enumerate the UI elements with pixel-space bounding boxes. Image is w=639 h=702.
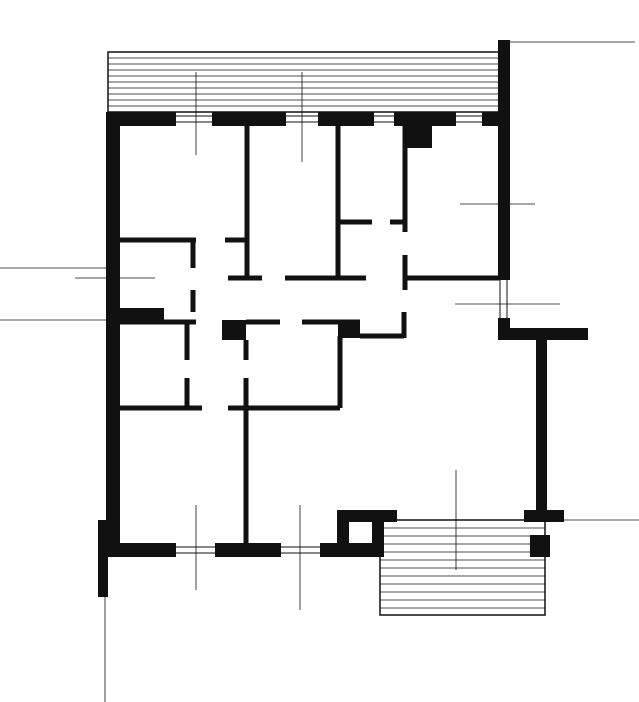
bottom-balcony-outline — [379, 519, 546, 616]
interior-walls — [120, 126, 500, 543]
bottom-balcony — [379, 519, 546, 616]
exterior-walls — [98, 40, 588, 597]
top-balcony — [107, 51, 504, 113]
reference-lines — [0, 41, 639, 702]
